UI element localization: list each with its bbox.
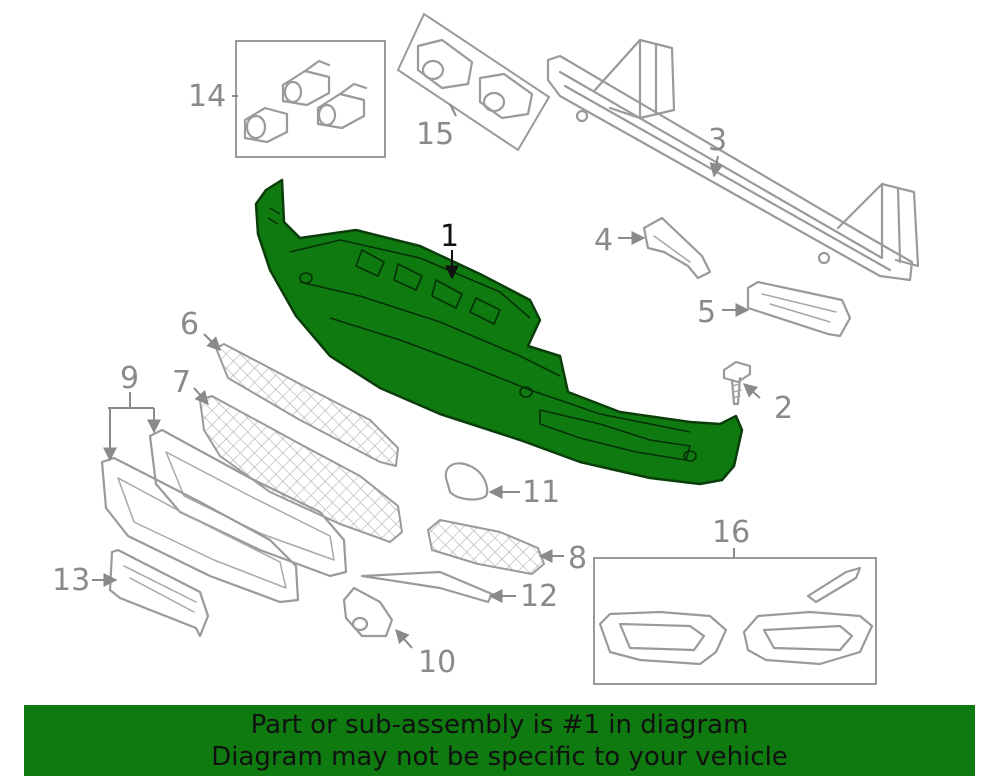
part-5-guide (746, 280, 852, 338)
callout-2: 2 (774, 391, 793, 426)
part-9-grille-frames (100, 428, 348, 604)
parts-diagram: 1 2 3 4 5 6 7 8 9 10 11 12 13 14 15 16 (52, 12, 920, 685)
info-banner: Part or sub-assembly is #1 in diagram Di… (24, 705, 975, 776)
part-12-trim-strip (360, 570, 494, 604)
callout-4: 4 (594, 223, 613, 258)
callout-13: 13 (52, 563, 90, 598)
callout-7: 7 (172, 365, 191, 400)
callout-1: 1 (440, 219, 459, 254)
part-16-fog-light-bezels (593, 557, 877, 685)
part-4-bracket (642, 216, 712, 280)
callout-9: 9 (120, 361, 139, 396)
callout-16: 16 (712, 515, 750, 550)
callout-11: 11 (522, 475, 560, 510)
part-15-sensor-brackets (396, 12, 551, 152)
part-8-side-grille (427, 519, 545, 575)
callout-6: 6 (180, 307, 199, 342)
part-11-tow-cap (444, 462, 489, 501)
callout-14: 14 (188, 79, 226, 114)
part-13-license-bracket (108, 548, 210, 638)
banner-line-2: Diagram may not be specific to your vehi… (211, 742, 788, 772)
part-14-parking-sensors (235, 40, 386, 158)
callout-10: 10 (418, 645, 456, 680)
callout-8: 8 (568, 541, 587, 576)
callout-leaders (92, 95, 761, 649)
part-7-grille (199, 395, 403, 543)
callout-5: 5 (697, 295, 716, 330)
part-6-grille-strip (215, 343, 399, 467)
part-1-bumper-cover (254, 178, 744, 486)
part-10-sensor-bracket (342, 586, 394, 638)
part-2-screw (722, 360, 752, 406)
banner-line-1: Part or sub-assembly is #1 in diagram (250, 710, 749, 740)
callout-12: 12 (520, 579, 558, 614)
callout-3: 3 (708, 123, 727, 158)
callout-15: 15 (416, 117, 454, 152)
